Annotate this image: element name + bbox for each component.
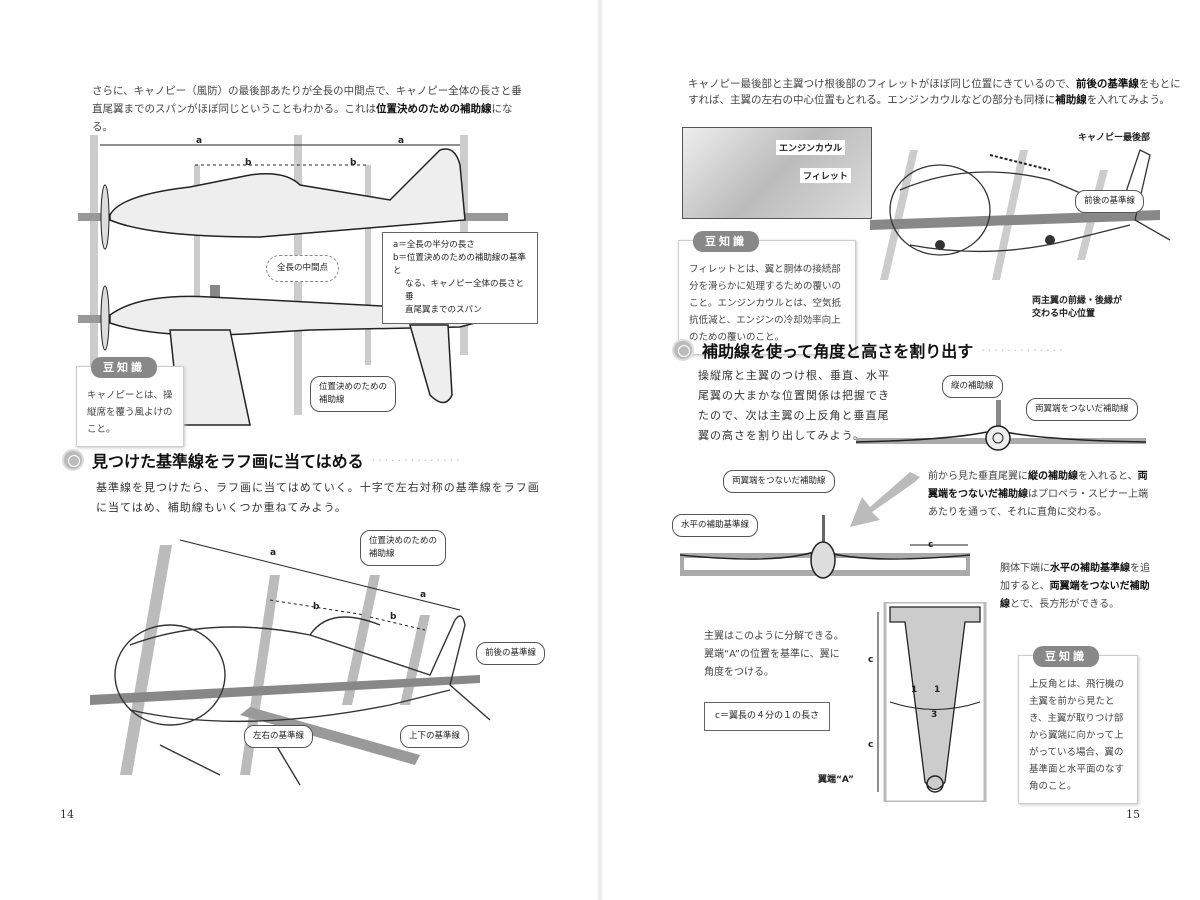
para-bold: 両翼端をつないだ補助線 [1000,581,1150,610]
trivia-text: 上反角とは、飛行機の主翼を前から見たとき、主翼が取りつけ部から翼端に向かって上が… [1029,679,1125,792]
section-title: 見つけた基準線をラフ画に当てはめる [92,452,364,471]
center-position-label: 両主翼の前縁・後縁が 交わる中心位置 [1032,296,1123,319]
front-view-rectangle-diagram [680,515,970,579]
page-number: 14 [60,808,74,821]
trivia-box-fillet: 豆知識 フィレットとは、翼と胴体の接続部分を滑らかに処理するための覆いのこと。エ… [678,231,856,355]
up-down-line-bubble: 上下の基準線 [400,725,470,748]
label-c: c [868,655,874,665]
page-number: 15 [1126,808,1140,821]
para-text: 胴体下端に [1000,563,1050,574]
label-b: b [245,158,252,168]
trivia-tag: 豆知識 [1033,646,1099,667]
trivia-text: キャノピーとは、操縦席を覆う風よけのこと。 [87,390,173,435]
intro-bold: 補助線 [1055,94,1087,106]
left-page: さらに、キャノピー（風防）の最後部あたりが全長の中間点で、キャノピー全体の長さと… [60,82,546,821]
label-3: 3 [931,710,938,720]
intro-bold: 前後の基準線 [1075,78,1139,90]
fillet-label: フィレット [800,168,851,183]
positioning-line-bubble: 位置決めのための 補助線 [360,530,447,566]
para-text: はプロペラ・スピナー上端あたりを通って、それに直角に交わる。 [928,489,1148,518]
label-a: a [270,548,277,558]
legend-b-cont: なる、キャノピー全体の長さと垂 [405,279,525,302]
wing-plan-diagram [877,602,987,802]
label-1: 1 [934,685,941,695]
trivia-text: フィレットとは、翼と胴体の接続部分を滑らかに処理するための覆いのこと。エンジンカ… [689,264,842,343]
label-b: b [313,602,320,612]
book-gutter [596,0,604,900]
trivia-tag: 豆知識 [693,231,759,252]
label-a: a [420,590,427,600]
c-definition-box: c＝翼長の４分の１の長さ [704,702,830,731]
para-bold: 両翼端をつないだ補助線 [928,471,1148,500]
label-b: b [390,612,397,622]
para-text: 前から見た垂直尾翼に [928,471,1028,482]
wingtip-line-bubble: 両翼端をつないだ補助線 [723,470,835,493]
label-c: c [928,540,934,550]
perspective-sketch-diagram [870,149,1170,280]
para-text: を入れると、 [1078,471,1138,482]
globe-icon [672,339,694,361]
intro-text: キャノピー最後部と主翼つけ根後部のフィレットがほぼ同じ位置にきているので、 [688,78,1076,90]
trivia-box-dihedral: 豆知識 上反角とは、飛行機の主翼を前から見たとき、主翼が取りつけ部から翼端に向か… [1018,646,1138,804]
canopy-rear-label: キャノピー最後部 [1078,133,1151,143]
side-top-view-aircraft-diagram [78,135,518,426]
intro-text: をもとにすれば、主翼の左右の中心位置もとれる。エンジンカウルなどの部分も同様に [688,78,1181,106]
section-body: 操縦席と主翼のつけ根、垂直、水平尾翼の大まかな位置関係は把握できたので、次は主翼… [698,369,890,442]
horizontal-line-bubble: 水平の補助基準線 [672,514,759,537]
positioning-line-bubble: 位置決めのための 補助線 [310,376,397,412]
section-title: 補助線を使って角度と高さを割り出す [702,342,974,361]
left-right-line-bubble: 左右の基準線 [244,725,314,748]
engine-cowl-label: エンジンカウル [776,140,846,155]
trivia-tag: 豆知識 [91,357,157,378]
label-1: 1 [911,685,918,695]
para-text: とで、長方形ができる。 [1010,599,1120,610]
section-heading: 補助線を使って角度と高さを割り出す ············· [672,338,1066,362]
rough-sketch-diagram [90,539,491,786]
right-intro: キャノピー最後部と主翼つけ根後部のフィレットがほぼ同じ位置にきているので、前後の… [688,76,1188,108]
midpoint-bubble: 全長の中間点 [266,255,340,282]
para-horizontal: 胴体下端に水平の補助基準線を追加すると、両翼端をつないだ補助線とで、長方形ができ… [1000,560,1150,614]
intro-text: を入れてみよう。 [1086,94,1170,106]
front-back-line-bubble: 前後の基準線 [476,642,546,665]
label-a: a [398,136,405,146]
legend-a: a＝全長の半分の長さ [393,240,475,250]
intro-text: さらに、キャノピー（風防）の最後部あたりが全長の中間点で、キャノピー全体の長さと… [92,85,522,115]
front-view-diagram [856,400,1146,451]
label-a: a [196,136,203,146]
section-heading: 見つけた基準線をラフ画に当てはめる ·············· [62,448,463,472]
legend-b: b＝位置決めのための補助線の基準と [393,253,526,276]
dotted-rule: ············· [981,343,1066,357]
trivia-box: 豆知識 キャノピーとは、操縦席を覆う風よけのこと。 [76,357,184,447]
para-bold: 水平の補助基準線 [1050,563,1130,574]
front-back-line-bubble: 前後の基準線 [1075,190,1145,213]
vertical-line-bubble: 縦の補助線 [942,375,1003,398]
right-page: キャノピー最後部と主翼つけ根後部のフィレットがほぼ同じ位置にきているので、前後の… [600,0,1200,900]
intro-bold: 位置決めのための補助線 [376,103,492,115]
wing-decomposition-text: 主翼はこのように分解できる。翼端“A”の位置を基準に、翼に角度をつける。 [704,631,844,678]
arrow-icon [850,472,920,527]
label-c: c [868,740,874,750]
wingtip-a-label: 翼端“A” [818,775,854,785]
fig1-legend: a＝全長の半分の長さ b＝位置決めのための補助線の基準と なる、キャノピー全体の… [382,232,538,324]
intro-text-end: になる。 [92,103,513,133]
para-bold: 縦の補助線 [1028,471,1078,482]
legend-b-cont: 直尾翼までのスパン [405,305,482,315]
para-text: を追加すると、 [1000,563,1150,592]
globe-icon [62,449,84,471]
para-vertical: 前から見た垂直尾翼に縦の補助線を入れると、両翼端をつないだ補助線はプロペラ・スピ… [928,468,1150,522]
left-intro: さらに、キャノピー（風防）の最後部あたりが全長の中間点で、キャノピー全体の長さと… [92,82,532,136]
wingtip-line-bubble: 両翼端をつないだ補助線 [1026,398,1138,421]
label-b: b [350,158,357,168]
dotted-rule: ·············· [371,453,463,467]
section-body: 基準線を見つけたら、ラフ画に当てはめていく。十字で左右対称の基準線をラフ画に当て… [96,481,540,514]
